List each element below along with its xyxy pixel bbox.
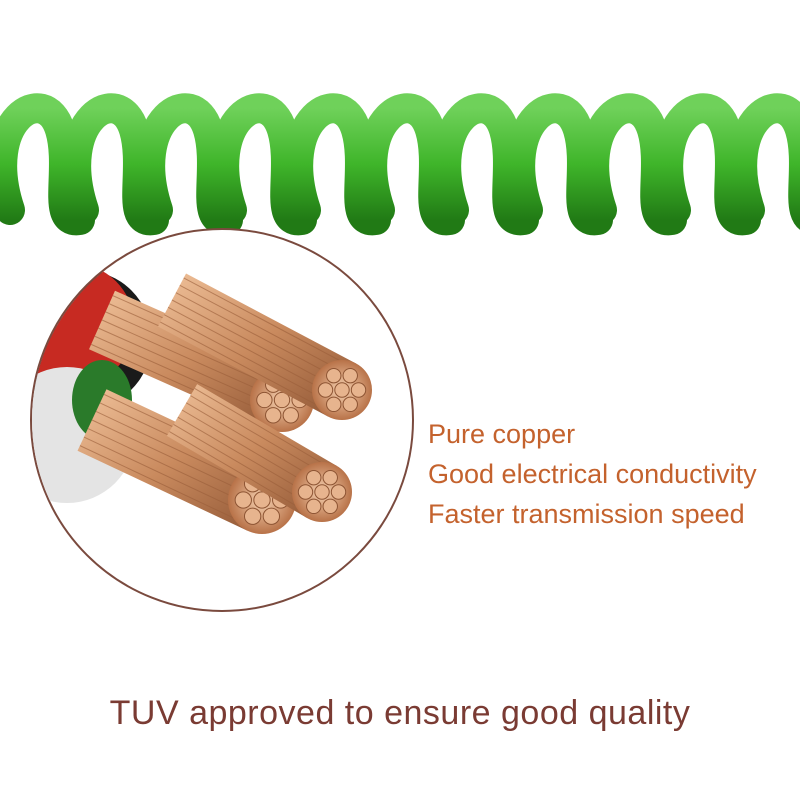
coil-loop — [431, 93, 539, 236]
coil-loop — [283, 93, 391, 236]
coil-loop — [209, 93, 317, 236]
copper-bundle — [166, 384, 352, 522]
coil-loop — [357, 93, 465, 236]
coil-loop — [0, 93, 95, 236]
coil-loop — [505, 93, 613, 236]
copper-wire-cross-section-image — [32, 263, 372, 534]
copper-wire-inset — [30, 228, 414, 612]
tagline: TUV approved to ensure good quality — [109, 694, 691, 732]
coiled-cable-image — [0, 93, 800, 236]
copper-bundle — [157, 273, 372, 420]
feature-list: Pure copper Good electrical conductivity… — [428, 414, 757, 534]
feature-item: Good electrical conductivity — [428, 459, 757, 489]
coil-loop — [653, 93, 761, 236]
coil-loop — [135, 93, 243, 236]
coil-loop — [727, 93, 800, 227]
coil-loop — [61, 93, 169, 236]
coil-loop — [579, 93, 687, 236]
feature-item: Faster transmission speed — [428, 499, 745, 529]
feature-item: Pure copper — [428, 419, 576, 449]
